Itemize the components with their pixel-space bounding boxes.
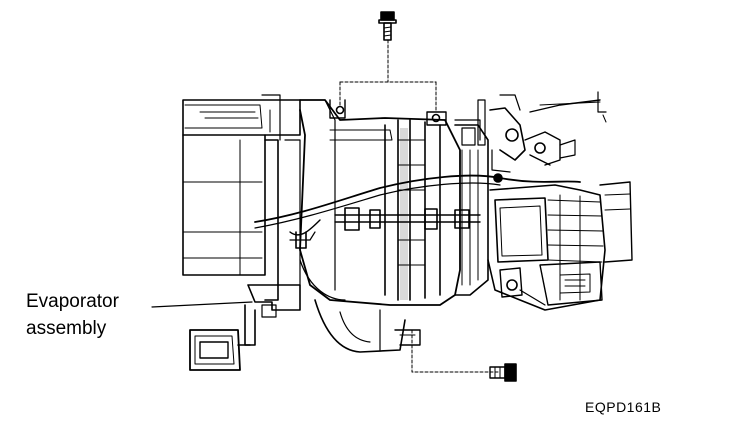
bolt-icon [378, 11, 397, 41]
bolt-icon [489, 363, 517, 382]
left-housing [182, 94, 301, 301]
right-actuator [487, 181, 633, 311]
lower-duct [314, 299, 421, 353]
linkage [477, 91, 607, 183]
evaporator-case [299, 99, 461, 306]
bolt-leaders [339, 39, 501, 373]
callout-label-line1: Evaporator [26, 291, 119, 312]
pipes [254, 174, 581, 301]
callout-leader [151, 301, 253, 308]
lower-bracket [189, 284, 301, 371]
callout-label-line2: assembly [26, 318, 107, 339]
heater-core [454, 119, 489, 296]
figure-code: EQPD161B [585, 399, 662, 415]
